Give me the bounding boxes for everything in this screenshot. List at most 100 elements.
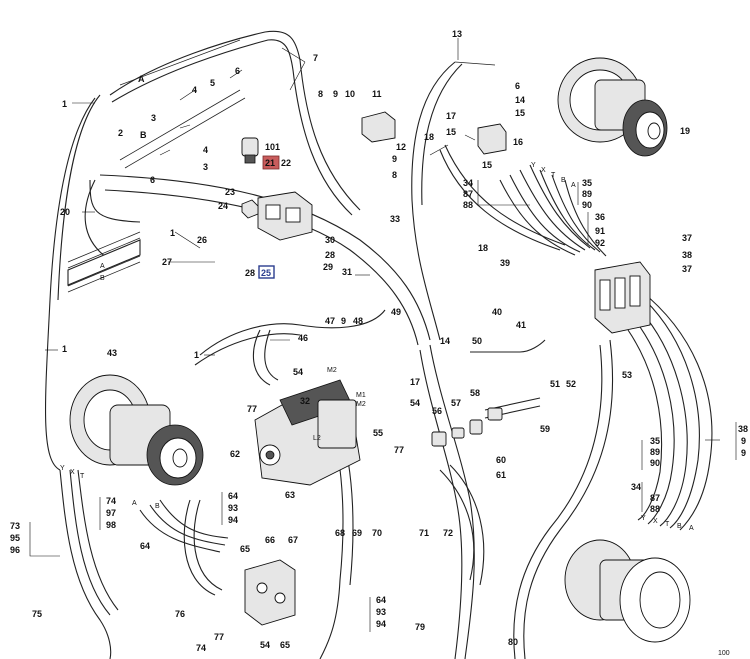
label-73[interactable]: 73 <box>10 521 20 531</box>
label-77[interactable]: 77 <box>394 445 404 455</box>
label-94[interactable]: 94 <box>228 515 238 525</box>
label-18[interactable]: 18 <box>478 243 488 253</box>
label-9-edge[interactable]: 9 <box>741 448 746 458</box>
label-68[interactable]: 68 <box>335 528 345 538</box>
label-9[interactable]: 9 <box>392 154 397 164</box>
label-26[interactable]: 26 <box>197 235 207 245</box>
label-4[interactable]: 4 <box>203 145 208 155</box>
label-34[interactable]: 34 <box>463 178 473 188</box>
label-29[interactable]: 29 <box>323 262 333 272</box>
selected-25-box[interactable] <box>258 265 275 279</box>
label-38[interactable]: 38 <box>682 250 692 260</box>
label-87[interactable]: 87 <box>463 189 473 199</box>
label-37[interactable]: 37 <box>682 233 692 243</box>
label-8[interactable]: 8 <box>318 89 323 99</box>
label-89[interactable]: 89 <box>582 189 592 199</box>
label-35[interactable]: 35 <box>582 178 592 188</box>
label-22[interactable]: 22 <box>281 158 291 168</box>
label-33[interactable]: 33 <box>390 214 400 224</box>
label-18[interactable]: 18 <box>424 132 434 142</box>
label-31[interactable]: 31 <box>342 267 352 277</box>
label-4[interactable]: 4 <box>192 85 197 95</box>
label-3[interactable]: 3 <box>203 162 208 172</box>
label-65[interactable]: 65 <box>240 544 250 554</box>
label-101[interactable]: 101 <box>265 142 280 152</box>
label-37[interactable]: 37 <box>682 264 692 274</box>
label-54[interactable]: 54 <box>410 398 420 408</box>
label-72[interactable]: 72 <box>443 528 453 538</box>
label-35[interactable]: 35 <box>650 436 660 446</box>
label-19[interactable]: 19 <box>680 126 690 136</box>
label-93[interactable]: 93 <box>376 607 386 617</box>
label-1[interactable]: 1 <box>170 228 175 238</box>
label-69[interactable]: 69 <box>352 528 362 538</box>
label-15[interactable]: 15 <box>482 160 492 170</box>
label-39[interactable]: 39 <box>500 258 510 268</box>
label-63[interactable]: 63 <box>285 490 295 500</box>
label-47[interactable]: 47 <box>325 316 335 326</box>
label-88[interactable]: 88 <box>650 504 660 514</box>
label-9[interactable]: 9 <box>333 89 338 99</box>
label-79[interactable]: 79 <box>415 622 425 632</box>
label-46[interactable]: 46 <box>298 333 308 343</box>
label-2[interactable]: 2 <box>118 128 123 138</box>
label-90[interactable]: 90 <box>650 458 660 468</box>
label-57[interactable]: 57 <box>451 398 461 408</box>
label-89[interactable]: 89 <box>650 447 660 457</box>
label-41[interactable]: 41 <box>516 320 526 330</box>
label-87[interactable]: 87 <box>650 493 660 503</box>
label-96[interactable]: 96 <box>10 545 20 555</box>
label-53[interactable]: 53 <box>622 370 632 380</box>
label-59[interactable]: 59 <box>540 424 550 434</box>
label-93[interactable]: 93 <box>228 503 238 513</box>
label-15[interactable]: 15 <box>515 108 525 118</box>
label-52[interactable]: 52 <box>566 379 576 389</box>
label-48[interactable]: 48 <box>353 316 363 326</box>
label-23[interactable]: 23 <box>225 187 235 197</box>
label-17[interactable]: 17 <box>446 111 456 121</box>
label-51[interactable]: 51 <box>550 379 560 389</box>
label-14[interactable]: 14 <box>515 95 525 105</box>
label-64[interactable]: 64 <box>228 491 238 501</box>
label-16[interactable]: 16 <box>513 137 523 147</box>
label-20[interactable]: 20 <box>60 207 70 217</box>
label-54[interactable]: 54 <box>293 367 303 377</box>
label-74[interactable]: 74 <box>196 643 206 653</box>
label-28[interactable]: 28 <box>325 250 335 260</box>
label-58[interactable]: 58 <box>470 388 480 398</box>
label-6[interactable]: 6 <box>150 175 155 185</box>
label-60[interactable]: 60 <box>496 455 506 465</box>
label-6[interactable]: 6 <box>235 66 240 76</box>
label-34[interactable]: 34 <box>631 482 641 492</box>
label-1[interactable]: 1 <box>62 344 67 354</box>
label-8[interactable]: 8 <box>392 170 397 180</box>
label-12[interactable]: 12 <box>396 142 406 152</box>
label-1[interactable]: 1 <box>194 350 199 360</box>
highlight-21-box[interactable] <box>262 155 280 170</box>
label-40[interactable]: 40 <box>492 307 502 317</box>
label-27[interactable]: 27 <box>162 257 172 267</box>
label-92[interactable]: 92 <box>595 238 605 248</box>
label-94[interactable]: 94 <box>376 619 386 629</box>
label-91[interactable]: 91 <box>595 226 605 236</box>
label-61[interactable]: 61 <box>496 470 506 480</box>
label-17[interactable]: 17 <box>410 377 420 387</box>
label-90[interactable]: 90 <box>582 200 592 210</box>
label-64[interactable]: 64 <box>140 541 150 551</box>
label-6[interactable]: 6 <box>515 81 520 91</box>
label-11[interactable]: 11 <box>372 89 382 99</box>
label-36[interactable]: 36 <box>595 212 605 222</box>
label-50[interactable]: 50 <box>472 336 482 346</box>
label-28[interactable]: 28 <box>245 268 255 278</box>
label-55[interactable]: 55 <box>373 428 383 438</box>
label-64[interactable]: 64 <box>376 595 386 605</box>
label-38-edge[interactable]: 38 <box>738 424 748 434</box>
label-71[interactable]: 71 <box>419 528 429 538</box>
label-88[interactable]: 88 <box>463 200 473 210</box>
label-9[interactable]: 9 <box>341 316 346 326</box>
label-65[interactable]: 65 <box>280 640 290 650</box>
label-9-edge[interactable]: 9 <box>741 436 746 446</box>
label-1[interactable]: 1 <box>62 99 67 109</box>
label-66[interactable]: 66 <box>265 535 275 545</box>
label-76[interactable]: 76 <box>175 609 185 619</box>
